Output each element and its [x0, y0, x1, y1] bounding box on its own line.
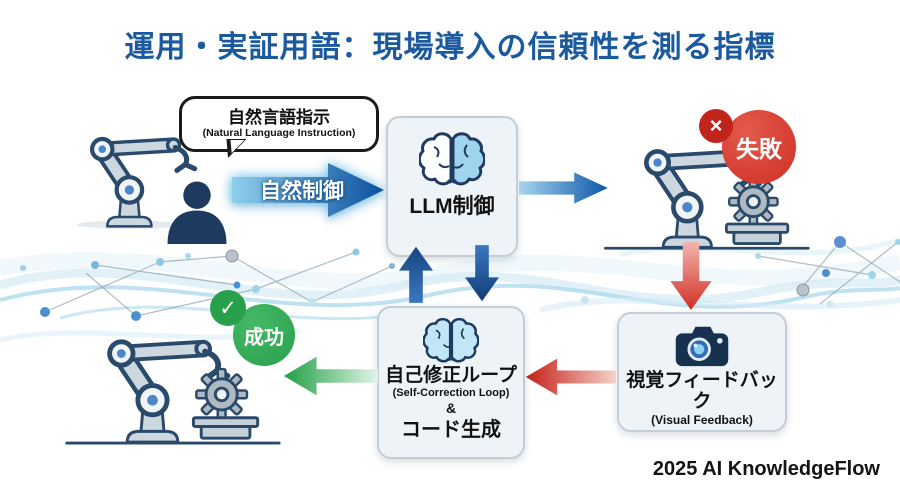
operator-person-icon [167, 181, 227, 244]
llm-control-label: LLM制御 [409, 195, 495, 218]
brain-icon [423, 317, 479, 363]
camera-icon [675, 326, 729, 367]
feedback-left-arrow [525, 358, 616, 396]
llm-to-correction-down-arrow [465, 245, 499, 302]
llm-control-box: LLM制御 [386, 116, 518, 257]
cross-icon: × [699, 109, 733, 143]
correction-to-llm-up-arrow [399, 246, 433, 303]
visual-feedback-subtitle: (Visual Feedback) [651, 412, 753, 427]
llm-to-robot-arrow [519, 172, 608, 204]
success-badge-label: 成功 [244, 326, 284, 349]
self-correction-title: 自己修正ループ [385, 365, 517, 386]
speech-bubble: 自然言語指示 (Natural Language Instruction) [179, 96, 379, 152]
code-generation-label: コード生成 [401, 418, 501, 441]
self-correction-subtitle: (Self-Correction Loop) [392, 386, 510, 399]
ampersand-text: & [445, 400, 457, 417]
failure-badge: 失敗 [722, 110, 796, 184]
check-icon: ✓ [210, 290, 246, 326]
page-title: 運用・実証用語：現場導入の信頼性を測る指標 [124, 31, 776, 64]
failure-down-arrow [670, 242, 712, 310]
natural-control-arrow [232, 163, 384, 217]
speech-bubble-title: 自然言語指示 [228, 108, 330, 128]
natural-control-arrow-label: 自然制御 [260, 180, 344, 203]
self-correction-box: 自己修正ループ (Self-Correction Loop) & コード生成 [377, 306, 525, 459]
visual-feedback-title: 視覚フィードバック [626, 370, 778, 412]
failure-badge-label: 失敗 [736, 136, 782, 162]
speech-bubble-subtitle: (Natural Language Instruction) [202, 127, 356, 139]
visual-feedback-box: 視覚フィードバック (Visual Feedback) [617, 312, 787, 432]
robot-arm-left-illustration [76, 132, 243, 230]
footer-credit: 2025 AI KnowledgeFlow [652, 458, 880, 480]
success-left-arrow [283, 356, 378, 396]
brain-icon [419, 132, 485, 186]
